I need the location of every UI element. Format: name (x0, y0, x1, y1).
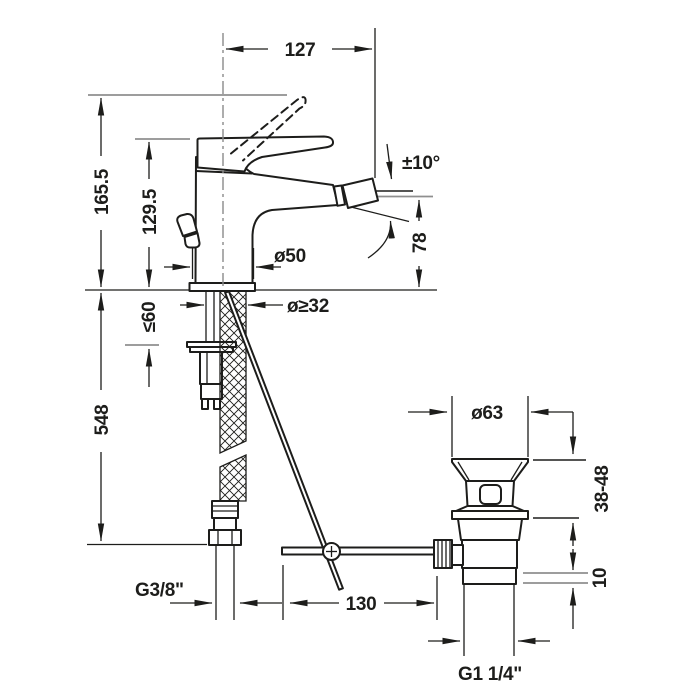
actuating-rod (281, 546, 436, 556)
pop-up-knob (176, 212, 198, 237)
dim-outlet-height-label: 78 (410, 233, 431, 254)
dim-hose-length-label: 548 (92, 405, 113, 436)
dimension-labels: 127 165.5 129.5 ±10° 78 ø50 ø≥32 ≤60 548… (92, 40, 613, 685)
dim-swivel-angle-label: ±10° (402, 153, 440, 174)
dim-body-height-label: 129.5 (140, 188, 161, 235)
dim-hole-diameter-label: ø≥32 (287, 296, 329, 317)
dim-supply-thread-label: G3/8" (135, 580, 184, 601)
rod-clamp-knurl (433, 539, 464, 569)
spray-outlet (341, 177, 379, 209)
drain-slot (479, 484, 502, 505)
drain-assembly (433, 458, 529, 620)
dim-max-deck-thickness-label: ≤60 (139, 302, 160, 333)
spray-outlet-connector (333, 184, 346, 207)
dim-waste-clamp-range-label: 38-48 (592, 465, 613, 512)
pop-up-knob-lower (183, 232, 201, 249)
dim-rod-length-label: 130 (346, 594, 377, 615)
dim-total-height-label: 165.5 (92, 168, 113, 215)
pivot-screw (322, 542, 341, 561)
base-plate (188, 282, 256, 292)
faucet-handle (196, 135, 335, 173)
dimension-lines (97, 28, 586, 656)
mounting-hardware (186, 291, 237, 410)
handle-raised-outline (230, 96, 307, 162)
dim-waste-spacer-label: 10 (590, 568, 611, 589)
dim-base-diameter-label: ø50 (274, 246, 306, 267)
drain-locknut (457, 518, 523, 541)
faucet-body (176, 96, 379, 292)
dim-waste-flange-diameter-label: ø63 (471, 403, 503, 424)
dim-waste-thread-label: G1 1/4" (458, 664, 522, 685)
dim-spout-reach-label: 127 (285, 40, 316, 61)
